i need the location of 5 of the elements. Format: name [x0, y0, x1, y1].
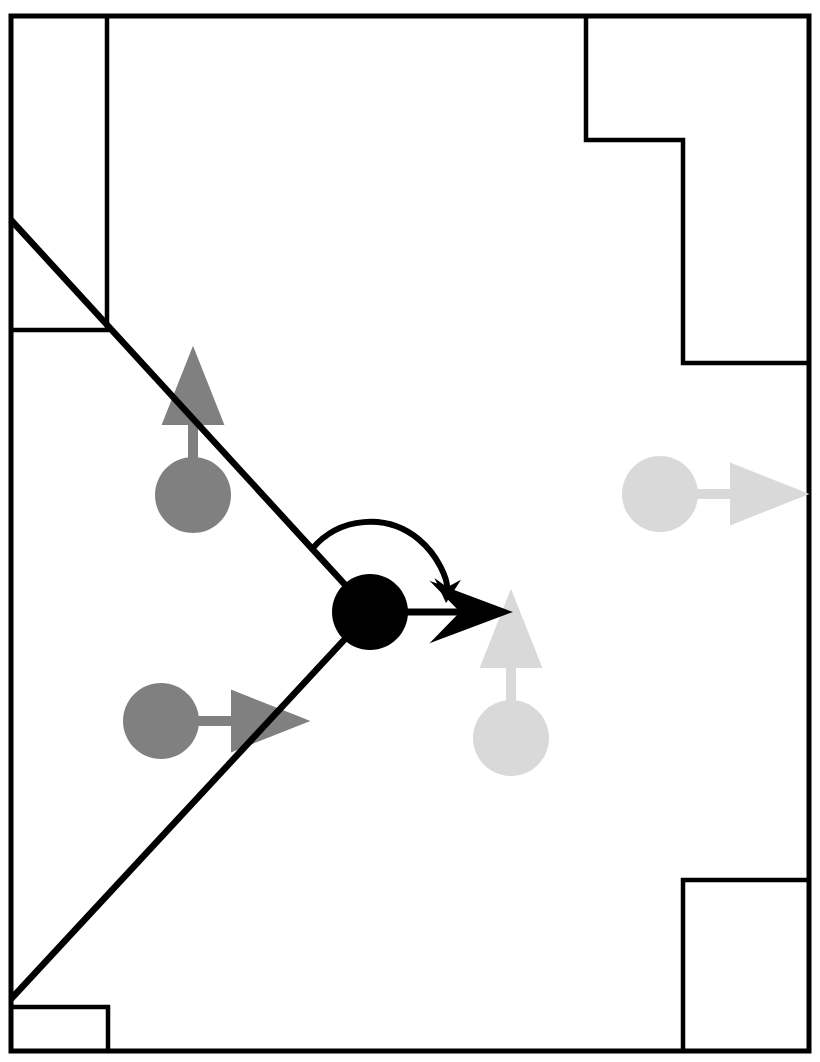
dot — [123, 683, 199, 759]
dot — [622, 456, 698, 532]
dot — [473, 700, 549, 776]
dot — [155, 457, 231, 533]
dot — [332, 574, 408, 650]
